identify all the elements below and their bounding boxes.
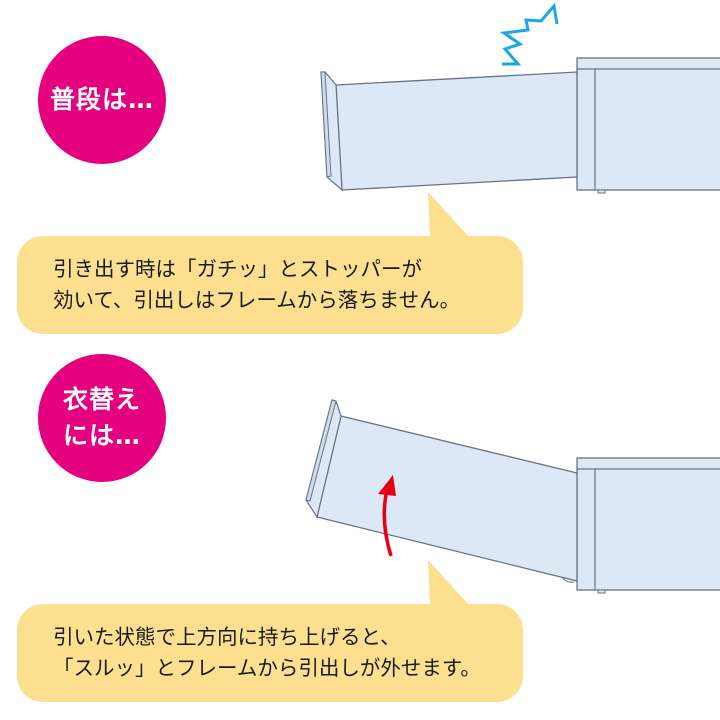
caption-line: 引いた状態で上方向に持ち上げると、 bbox=[53, 625, 401, 649]
frame-box bbox=[576, 57, 720, 191]
drawer-body bbox=[316, 415, 578, 582]
caption-line: 「スルッ」とフレームから引出しが外せます。 bbox=[53, 656, 481, 680]
curved-up-arrow-icon bbox=[378, 475, 396, 557]
badge-seasonal-change: 衣替え には… bbox=[38, 354, 166, 482]
caption-line: 効いて、引出しはフレームから落ちません。 bbox=[53, 288, 461, 312]
badge-normally: 普段は… bbox=[38, 36, 166, 164]
zigzag-impact-icon bbox=[499, 2, 559, 66]
frame-box bbox=[576, 457, 720, 591]
drawer-illustration-bottom bbox=[305, 399, 720, 594]
bubble-tail-bottom bbox=[428, 560, 470, 606]
caption-bubble-bottom: 引いた状態で上方向に持ち上げると、 「スルッ」とフレームから引出しが外せます。 bbox=[17, 604, 523, 702]
badge-text-line: には… bbox=[62, 421, 141, 450]
drawer-body bbox=[335, 71, 578, 191]
badge-text: 普段は… bbox=[49, 85, 154, 114]
bubble-tail-top bbox=[428, 192, 470, 238]
caption-line: 引き出す時は「ガチッ」とストッパーが bbox=[53, 257, 422, 281]
caption-bubble-top: 引き出す時は「ガチッ」とストッパーが 効いて、引出しはフレームから落ちません。 bbox=[17, 236, 523, 334]
drawer-illustration-top bbox=[320, 57, 720, 194]
badge-text-line: 衣替え bbox=[62, 385, 141, 414]
